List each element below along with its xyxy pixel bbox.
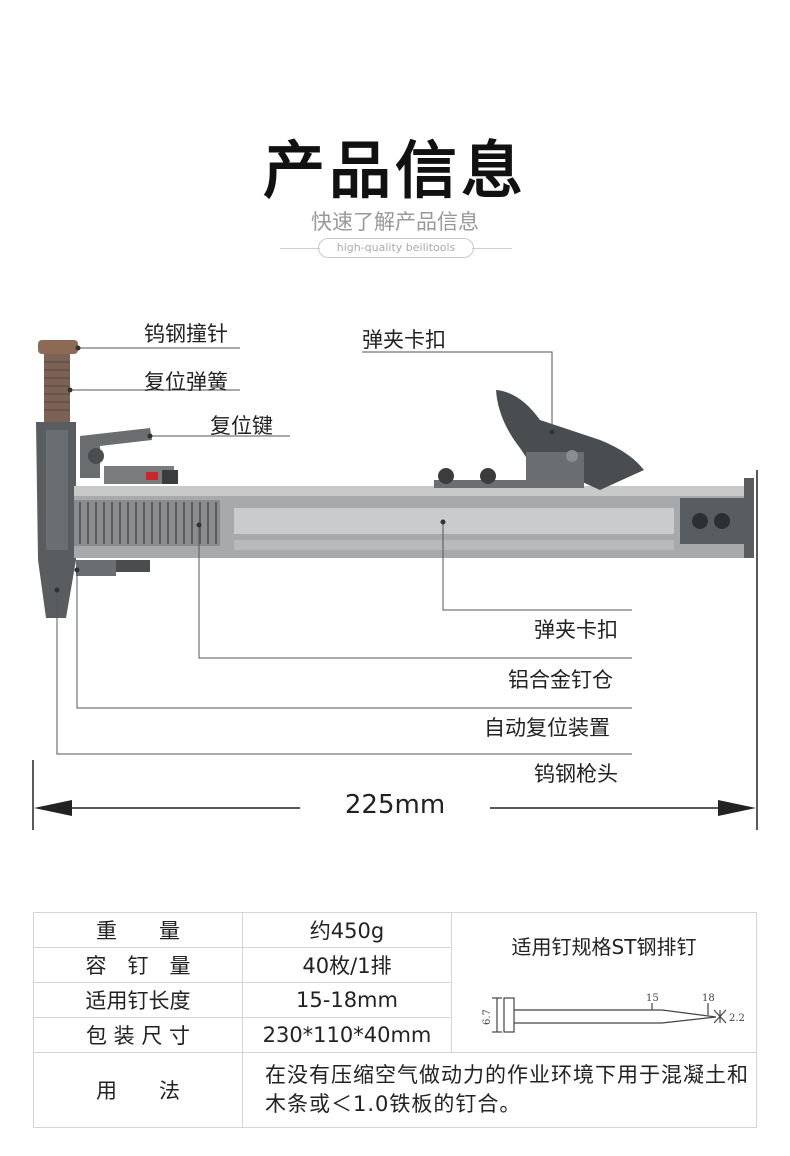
spec-key: 重 量 <box>33 912 243 948</box>
reset-key <box>80 428 152 478</box>
table-row: 容 钉 量 40枚/1排 <box>33 947 757 983</box>
nail-dim-b: 18 <box>702 993 715 1004</box>
decor-line-left <box>280 248 320 249</box>
spec-key: 包 装 尺 寸 <box>33 1017 243 1053</box>
callout-striker-pin: 钨钢撞针 <box>144 322 228 346</box>
callout-reset-key: 复位键 <box>210 414 273 438</box>
page-subtitle: 快速了解产品信息 <box>311 210 479 234</box>
nail-spec-cell: 适用钉规格ST钢排钉 15 18 6.7 2.2 <box>451 912 757 1053</box>
callout-reset-spring: 复位弹簧 <box>144 370 228 394</box>
nail-diagram: 15 18 6.7 2.2 <box>482 993 745 1033</box>
spec-key: 容 钉 量 <box>33 947 243 983</box>
nail-dim-a: 15 <box>646 993 659 1004</box>
callout-gun-head: 钨钢枪头 <box>534 762 618 786</box>
brand-tagline: high-quality beilitools <box>318 238 474 258</box>
spec-value: 230*110*40mm <box>242 1017 452 1053</box>
nail-dim-head: 6.7 <box>482 1009 493 1025</box>
page-title: 产品信息 <box>262 134 527 207</box>
nail-gun-illustration <box>36 340 754 618</box>
arrow-left-icon <box>34 800 72 816</box>
striker-pin-rod <box>44 354 70 422</box>
callout-magazine: 铝合金钉仓 <box>508 668 613 692</box>
reset-spring-coil <box>74 500 220 546</box>
spec-key-usage: 用 法 <box>33 1052 243 1128</box>
callout-clip-buckle: 弹夹卡扣 <box>534 618 618 642</box>
dimension-line <box>32 470 758 830</box>
striker-pin-cap <box>38 340 78 354</box>
callout-lines <box>56 347 632 755</box>
arrow-right-icon <box>718 800 756 816</box>
decor-line-right <box>472 248 512 249</box>
table-row: 重 量 约450g 适用钉规格ST钢排钉 15 18 <box>33 912 757 1053</box>
table-row: 适用钉长度 15-18mm <box>33 982 757 1018</box>
table-row: 包 装 尺 寸 230*110*40mm <box>33 1017 757 1053</box>
nail-dim-shank: 2.2 <box>729 1013 745 1024</box>
spec-key: 适用钉长度 <box>33 982 243 1018</box>
table-row: 用 法 在没有压缩空气做动力的作业环境下用于混凝土和木条或＜1.0铁板的钉合。 <box>33 1052 757 1128</box>
spec-table: 重 量 约450g 适用钉规格ST钢排钉 15 18 <box>33 912 757 1128</box>
spec-usage-text: 在没有压缩空气做动力的作业环境下用于混凝土和木条或＜1.0铁板的钉合。 <box>242 1052 757 1128</box>
callout-auto-reset: 自动复位装置 <box>484 716 610 740</box>
dimension-label: 225mm <box>300 790 490 820</box>
callout-clip-buckle-top: 弹夹卡扣 <box>362 328 446 352</box>
spec-value: 15-18mm <box>242 982 452 1018</box>
spec-value: 40枚/1排 <box>242 947 452 983</box>
spec-value: 约450g <box>242 912 452 948</box>
nail-spec-title: 适用钉规格ST钢排钉 <box>511 935 697 959</box>
